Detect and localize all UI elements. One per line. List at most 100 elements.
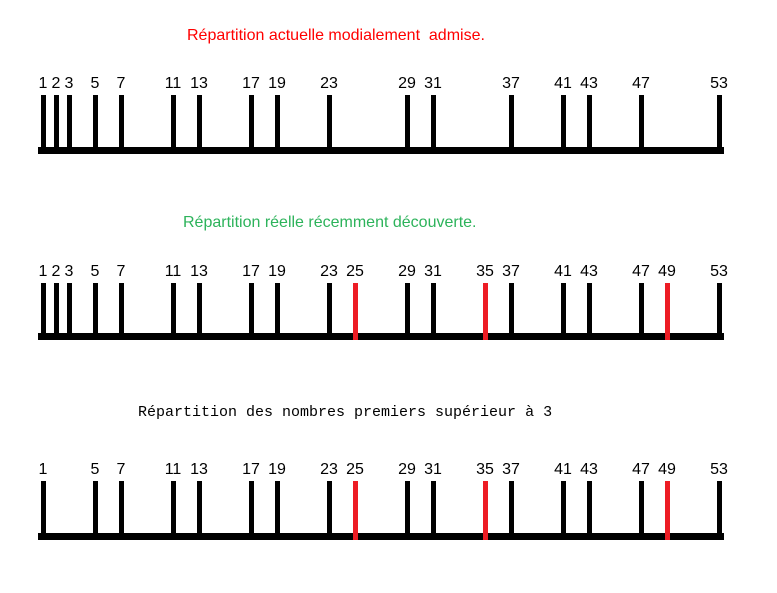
tick-label: 41	[554, 263, 572, 280]
tick-bar-red	[664, 283, 670, 340]
tick-bar-red	[352, 283, 358, 340]
tick-bar	[586, 481, 592, 540]
tick-bar	[40, 283, 46, 340]
tick-label: 1	[38, 461, 48, 478]
tick-bar	[560, 95, 566, 154]
tick-bar	[638, 95, 644, 154]
tick-bar	[40, 481, 46, 540]
tick-label: 2	[51, 263, 61, 280]
axis-baseline	[38, 333, 724, 340]
tick-bar	[92, 283, 98, 340]
diagram2-title: Répartition réelle récemment découverte.	[183, 214, 477, 231]
tick-label: 11	[164, 75, 182, 92]
tick-bar-red	[482, 481, 488, 540]
tick-label: 49	[658, 461, 676, 478]
tick-label: 37	[502, 461, 520, 478]
tick-bar	[508, 283, 514, 340]
diagram1-title: Répartition actuelle modialement admise.	[187, 27, 485, 44]
tick-label: 47	[632, 75, 650, 92]
tick-bar	[118, 481, 124, 540]
tick-label: 53	[710, 461, 728, 478]
tick-bar	[508, 95, 514, 154]
tick-label: 29	[398, 75, 416, 92]
tick-bar	[586, 283, 592, 340]
tick-label: 13	[190, 263, 208, 280]
tick-bar	[248, 283, 254, 340]
tick-bar	[118, 95, 124, 154]
tick-bar	[326, 481, 332, 540]
tick-label: 35	[476, 461, 494, 478]
tick-bar	[53, 283, 59, 340]
tick-bar	[274, 283, 280, 340]
tick-label: 53	[710, 75, 728, 92]
tick-label: 3	[64, 75, 74, 92]
tick-label: 29	[398, 263, 416, 280]
tick-bar	[430, 481, 436, 540]
tick-label: 31	[424, 75, 442, 92]
tick-bar	[196, 481, 202, 540]
tick-label: 11	[164, 461, 182, 478]
tick-label: 31	[424, 263, 442, 280]
tick-bar	[638, 283, 644, 340]
tick-label: 43	[580, 75, 598, 92]
tick-label: 29	[398, 461, 416, 478]
tick-label: 43	[580, 263, 598, 280]
tick-bar	[638, 481, 644, 540]
tick-bar	[716, 283, 722, 340]
tick-bar	[170, 95, 176, 154]
tick-bar	[274, 481, 280, 540]
tick-bar-red	[482, 283, 488, 340]
tick-label: 5	[90, 75, 100, 92]
tick-label: 43	[580, 461, 598, 478]
tick-bar	[92, 95, 98, 154]
tick-label: 17	[242, 263, 260, 280]
tick-bar	[404, 95, 410, 154]
tick-bar-red	[352, 481, 358, 540]
tick-label: 49	[658, 263, 676, 280]
tick-bar	[716, 95, 722, 154]
tick-bar	[716, 481, 722, 540]
tick-bar	[274, 95, 280, 154]
tick-label: 41	[554, 75, 572, 92]
tick-label: 53	[710, 263, 728, 280]
diagram3-title: Répartition des nombres premiers supérie…	[138, 404, 553, 421]
tick-bar	[170, 283, 176, 340]
tick-label: 35	[476, 263, 494, 280]
axis-baseline	[38, 147, 724, 154]
tick-label: 1	[38, 263, 48, 280]
tick-label: 37	[502, 263, 520, 280]
tick-label: 13	[190, 461, 208, 478]
tick-label: 31	[424, 461, 442, 478]
tick-label: 13	[190, 75, 208, 92]
tick-label: 47	[632, 263, 650, 280]
tick-bar	[430, 95, 436, 154]
tick-bar	[53, 95, 59, 154]
tick-label: 17	[242, 75, 260, 92]
tick-bar	[404, 283, 410, 340]
tick-label: 5	[90, 263, 100, 280]
tick-bar	[196, 283, 202, 340]
tick-bar	[118, 283, 124, 340]
tick-bar	[326, 95, 332, 154]
tick-bar	[40, 95, 46, 154]
tick-bar	[430, 283, 436, 340]
tick-bar	[248, 95, 254, 154]
tick-bar	[170, 481, 176, 540]
tick-label: 47	[632, 461, 650, 478]
tick-label: 7	[116, 461, 126, 478]
tick-label: 1	[38, 75, 48, 92]
tick-bar	[66, 283, 72, 340]
tick-bar	[560, 481, 566, 540]
tick-bar	[92, 481, 98, 540]
tick-label: 23	[320, 263, 338, 280]
tick-label: 3	[64, 263, 74, 280]
tick-bar	[404, 481, 410, 540]
tick-bar-red	[664, 481, 670, 540]
tick-bar	[508, 481, 514, 540]
axis-baseline	[38, 533, 724, 540]
tick-label: 37	[502, 75, 520, 92]
